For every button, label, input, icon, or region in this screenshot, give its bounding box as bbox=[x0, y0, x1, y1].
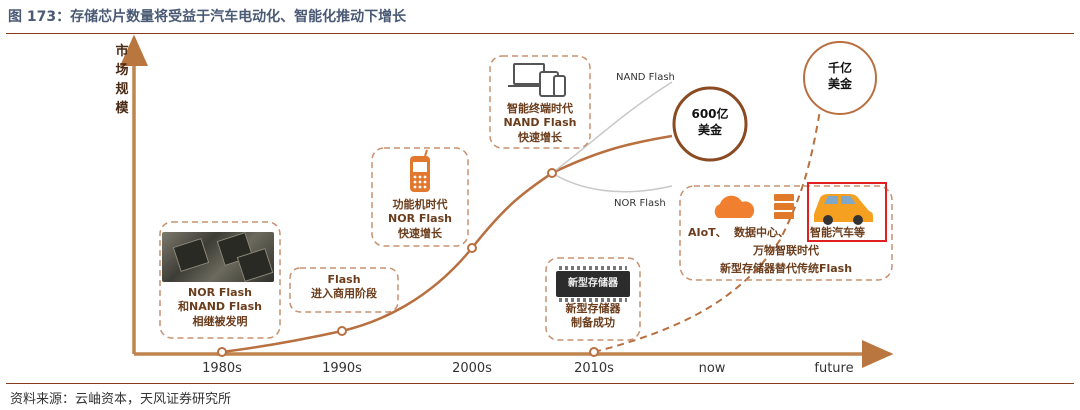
point-2010s bbox=[547, 168, 557, 178]
y-axis-char: 模 bbox=[115, 101, 129, 116]
figure-title: 图 173：存储芯片数量将受益于汽车电动化、智能化推动下增长 bbox=[8, 9, 407, 25]
stage4-line3: 快速增长 bbox=[517, 130, 562, 144]
bubble-current-unit: 美金 bbox=[697, 123, 722, 138]
bubble-future-value: 千亿 bbox=[827, 61, 853, 75]
stage2-line2: 进入商用阶段 bbox=[311, 287, 377, 301]
stage2-line1: Flash bbox=[327, 273, 361, 286]
bubble-current-text: 600亿 美金 bbox=[691, 106, 728, 138]
point-future-start bbox=[589, 347, 599, 357]
server-icon bbox=[774, 194, 794, 219]
point-1990s bbox=[337, 326, 347, 336]
stage6-line2: 万物智联时代 bbox=[753, 244, 819, 257]
future-dashed-curve bbox=[593, 109, 821, 353]
stage3-line1: 功能机时代 bbox=[392, 198, 448, 211]
stage3-text: 功能机时代 NOR Flash 快速增长 bbox=[388, 198, 452, 241]
stage5-line1: 新型存储器 bbox=[565, 302, 621, 315]
stage2-text: Flash 进入商用阶段 bbox=[311, 273, 377, 302]
stage1-line3: 相继被发明 bbox=[192, 314, 248, 328]
bubble-future-unit: 美金 bbox=[827, 77, 853, 92]
bubble-future bbox=[803, 41, 877, 115]
x-tick-2010s: 2010s bbox=[574, 361, 614, 376]
y-axis-char: 场 bbox=[115, 63, 129, 78]
bubble-current-value: 600亿 bbox=[691, 107, 729, 121]
feature-phone-icon bbox=[410, 149, 430, 192]
stage3-box bbox=[371, 147, 469, 247]
nand-flash-line bbox=[551, 81, 673, 174]
car-icon bbox=[814, 194, 873, 225]
stage6-item-smartcar: 智能汽车等 bbox=[810, 226, 865, 239]
x-tick-now: now bbox=[698, 361, 726, 376]
x-tick-2000s: 2000s bbox=[452, 361, 492, 376]
stage1-line2: 和NAND Flash bbox=[178, 300, 262, 314]
stage5-text: 新型存储器 制备成功 bbox=[566, 302, 621, 331]
x-tick-future: future bbox=[814, 361, 854, 376]
stage4-box bbox=[489, 55, 591, 149]
y-axis-char: 市 bbox=[115, 44, 129, 59]
stage5-line2: 制备成功 bbox=[571, 316, 615, 330]
stage6-item-aiot: AIoT、 bbox=[688, 226, 727, 239]
bubble-current bbox=[672, 86, 748, 162]
nand-flash-label: NAND Flash bbox=[616, 72, 675, 83]
stage6-line3: 新型存储器替代传统Flash bbox=[719, 262, 853, 275]
nor-flash-line bbox=[551, 172, 673, 193]
cloud-icon bbox=[714, 195, 755, 218]
point-1980s bbox=[217, 347, 227, 357]
y-axis-label: 市 场 规 模 bbox=[114, 42, 130, 118]
point-2000s bbox=[467, 243, 477, 253]
stage4-line1: 智能终端时代 bbox=[506, 102, 573, 115]
stage1-box bbox=[159, 221, 281, 339]
stage1-line1: NOR Flash bbox=[188, 286, 252, 299]
x-tick-1980s: 1980s bbox=[202, 361, 242, 376]
stage1-text: NOR Flash 和NAND Flash 相继被发明 bbox=[178, 286, 262, 329]
stage5-box bbox=[545, 257, 641, 341]
stage2-box bbox=[289, 267, 399, 313]
smart-car-highlight-box bbox=[807, 182, 887, 242]
stage3-line3: 快速增长 bbox=[397, 226, 442, 240]
memory-chip-icon: 新型存储器 bbox=[556, 266, 630, 302]
nor-flash-label: NOR Flash bbox=[614, 198, 666, 209]
market-growth-diagram bbox=[120, 34, 894, 368]
stage6-box bbox=[679, 185, 893, 281]
stage3-line2: NOR Flash bbox=[388, 212, 452, 226]
y-axis-char: 规 bbox=[115, 82, 129, 97]
x-tick-1990s: 1990s bbox=[322, 361, 362, 376]
bottom-rule bbox=[6, 383, 1074, 384]
bubble-future-text: 千亿 美金 bbox=[828, 60, 852, 92]
stage4-text: 智能终端时代 NAND Flash 快速增长 bbox=[504, 102, 577, 145]
stage4-line2: NAND Flash bbox=[503, 116, 577, 130]
smart-devices-icon bbox=[508, 63, 566, 97]
top-rule bbox=[6, 33, 1074, 34]
flash-chips-image bbox=[162, 232, 274, 282]
figure-source: 资料来源：云岫资本，天风证券研究所 bbox=[10, 392, 232, 407]
stage6-item-datacenter: 数据中心、 bbox=[734, 226, 789, 239]
